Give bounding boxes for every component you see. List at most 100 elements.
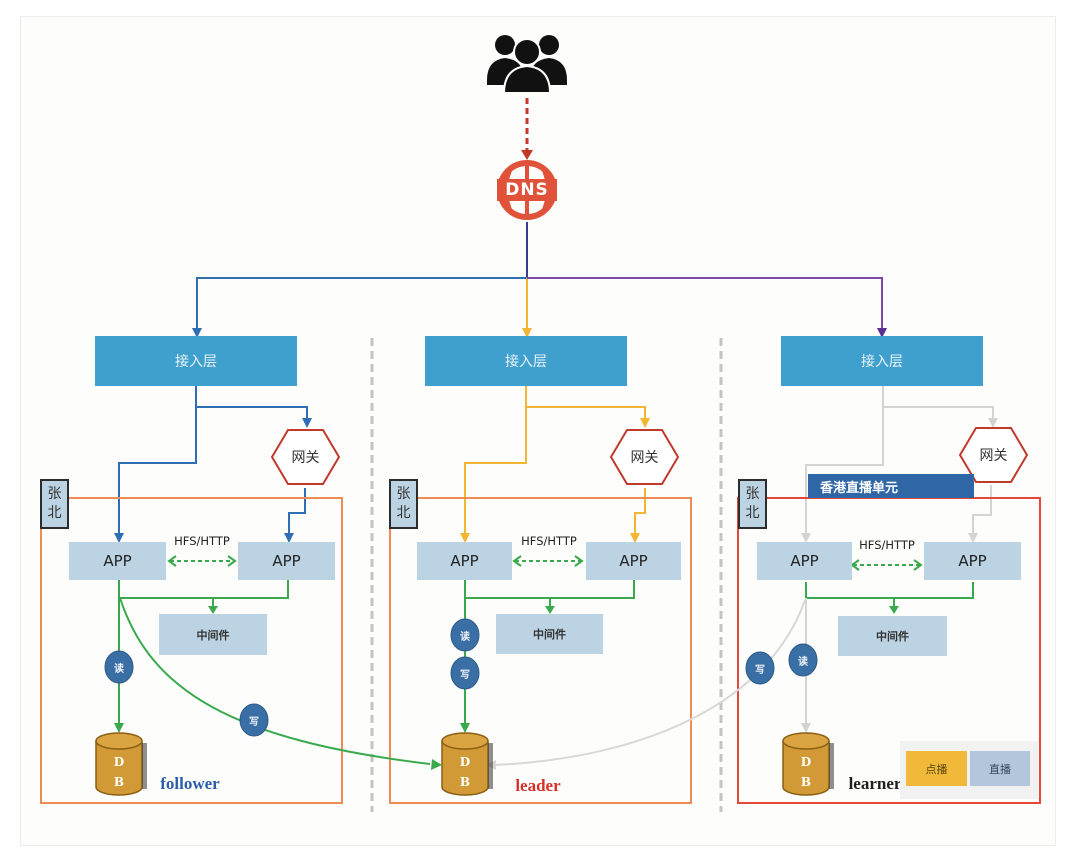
legend-item-vod: 点播 bbox=[906, 751, 967, 786]
learner-gateway-shape bbox=[958, 427, 1029, 483]
learner-role-label: learner bbox=[848, 774, 902, 793]
leader-route-to-gateway bbox=[526, 406, 646, 420]
follower-app-to-middleware bbox=[118, 580, 289, 599]
learner-app-to-middleware bbox=[805, 582, 974, 599]
dns-branch-learner bbox=[527, 277, 883, 330]
follower-db-label: D B bbox=[96, 752, 142, 792]
learner-db-cylinder bbox=[782, 732, 834, 796]
region-char: 张 bbox=[396, 486, 411, 502]
follower-write-badge-shape bbox=[239, 703, 269, 737]
follower-app-left: APP bbox=[69, 542, 166, 580]
db-letter: D bbox=[800, 755, 812, 769]
follower-route-to-app bbox=[118, 385, 197, 535]
leader-write-badge-shape bbox=[450, 656, 480, 690]
follower-db-cylinder bbox=[95, 732, 147, 796]
arrowhead bbox=[208, 606, 218, 614]
arrowhead bbox=[968, 533, 978, 543]
learner-app-right: APP bbox=[924, 542, 1021, 580]
learner-read-badge: 读 bbox=[798, 656, 808, 668]
follower-app-right: APP bbox=[238, 542, 335, 580]
region-char: 北 bbox=[745, 505, 760, 521]
leader-app-left: APP bbox=[417, 542, 512, 580]
arrowhead bbox=[114, 723, 124, 733]
learner-gateway: 网关 bbox=[979, 448, 1008, 464]
dns-branch-follower bbox=[196, 277, 527, 330]
learner-protocol-label: HFS/HTTP bbox=[859, 538, 915, 552]
leader-app-right: APP bbox=[586, 542, 681, 580]
dns-branch-learner-arrowhead bbox=[877, 328, 887, 338]
arrowhead bbox=[284, 533, 294, 543]
region-char: 张 bbox=[47, 486, 62, 502]
leader-db-label: D B bbox=[442, 752, 488, 792]
follower-write-badge: 写 bbox=[249, 716, 259, 728]
dns-label: DNS bbox=[505, 180, 549, 200]
leader-app-to-middleware bbox=[464, 580, 635, 599]
arrowhead bbox=[640, 418, 650, 428]
db-letter: D bbox=[459, 755, 471, 769]
users-group-icon bbox=[487, 35, 567, 94]
follower-middleware: 中间件 bbox=[159, 614, 267, 655]
follower-write-to-leader-curve bbox=[119, 597, 431, 765]
follower-hfs-link bbox=[167, 555, 237, 567]
follower-gateway: 网关 bbox=[291, 450, 320, 466]
follower-read-badge-shape bbox=[104, 650, 134, 684]
learner-access-layer: 接入层 bbox=[781, 336, 983, 386]
leader-gateway-shape bbox=[609, 429, 680, 485]
follower-read-badge: 读 bbox=[114, 663, 124, 675]
learner-write-badge-shape bbox=[745, 651, 775, 685]
db-letter: B bbox=[113, 775, 125, 789]
follower-region-border bbox=[40, 497, 343, 804]
arrowhead bbox=[431, 759, 442, 770]
follower-region-tag: 张 北 bbox=[40, 479, 69, 529]
learner-gateway-to-app bbox=[972, 485, 992, 535]
db-letter: B bbox=[800, 775, 812, 789]
arrowhead bbox=[114, 533, 124, 543]
leader-access-layer: 接入层 bbox=[425, 336, 627, 386]
dns-branch-leader-arrowhead bbox=[522, 328, 532, 338]
leader-middleware: 中间件 bbox=[496, 614, 603, 654]
leader-region-tag: 张 北 bbox=[389, 479, 418, 529]
learner-app-left: APP bbox=[757, 542, 852, 580]
learner-route-to-gateway bbox=[883, 406, 994, 420]
arrowhead bbox=[801, 533, 811, 543]
learner-region-border bbox=[737, 497, 1041, 804]
follower-protocol-label: HFS/HTTP bbox=[174, 534, 230, 548]
arrowhead bbox=[460, 533, 470, 543]
arrowhead bbox=[988, 418, 998, 428]
leader-region-border bbox=[389, 497, 692, 804]
learner-middleware: 中间件 bbox=[838, 616, 947, 656]
leader-route-to-app bbox=[464, 385, 527, 535]
db-letter: D bbox=[113, 755, 125, 769]
user-to-dns-arrowhead bbox=[521, 150, 533, 160]
arrowhead bbox=[889, 606, 899, 614]
arrowhead bbox=[630, 533, 640, 543]
region-char: 张 bbox=[745, 486, 760, 502]
arrowhead bbox=[545, 606, 555, 614]
dns-globe-icon bbox=[497, 160, 557, 220]
leader-hfs-link bbox=[512, 555, 584, 567]
db-letter: B bbox=[459, 775, 471, 789]
learner-unit-banner: 香港直播单元 bbox=[808, 474, 974, 498]
arrowhead bbox=[460, 723, 470, 733]
leader-read-badge: 读 bbox=[460, 631, 470, 643]
learner-route-to-app bbox=[805, 385, 884, 535]
follower-route-to-gateway bbox=[196, 406, 308, 420]
learner-hfs-link bbox=[850, 559, 923, 571]
follower-gateway-to-app bbox=[288, 488, 306, 535]
leader-read-badge-shape bbox=[450, 618, 480, 652]
leader-gateway-to-app bbox=[634, 488, 646, 535]
learner-read-badge-shape bbox=[788, 643, 818, 677]
leader-gateway: 网关 bbox=[630, 450, 659, 466]
follower-role-label: follower bbox=[160, 774, 220, 793]
learner-write-to-leader-curve bbox=[493, 599, 806, 766]
legend-item-live: 直播 bbox=[970, 751, 1030, 786]
arrowhead bbox=[302, 418, 312, 428]
learner-region-tag: 张 北 bbox=[738, 479, 767, 529]
leader-db-cylinder bbox=[441, 732, 493, 796]
leader-write-badge: 写 bbox=[460, 669, 470, 681]
region-char: 北 bbox=[47, 505, 62, 521]
follower-gateway-shape bbox=[270, 429, 341, 485]
leader-role-label: leader bbox=[515, 776, 561, 795]
dns-branch-follower-arrowhead bbox=[192, 328, 202, 338]
